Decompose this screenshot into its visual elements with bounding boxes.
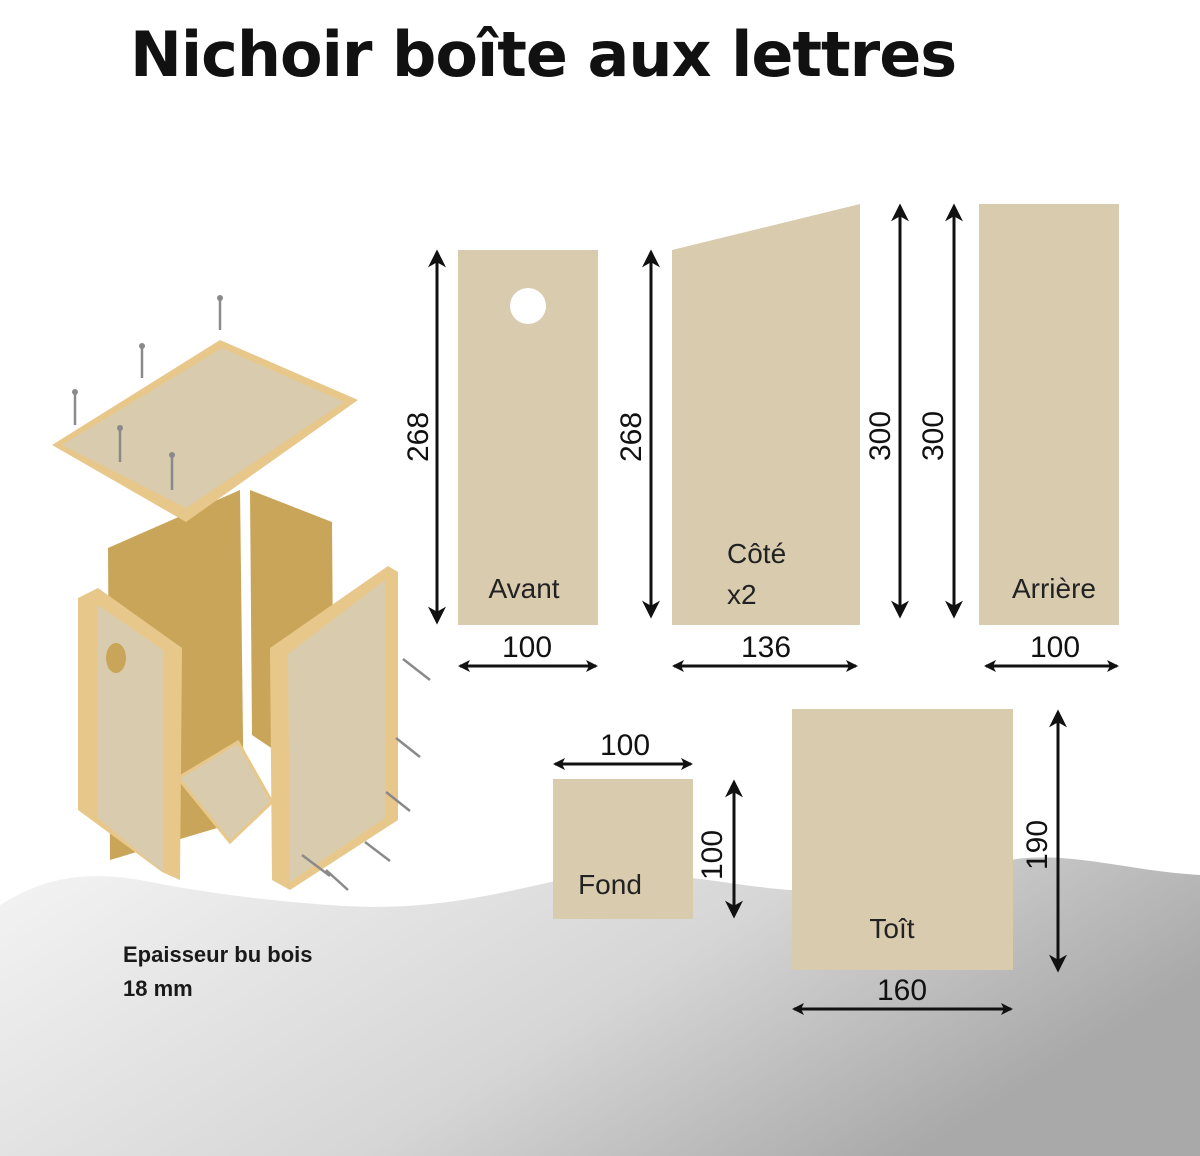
piece-avant: Avant 100 268 [402, 249, 598, 672]
entry-hole-3d [106, 643, 126, 673]
dim-cote-back-height: 300 [864, 411, 897, 461]
exploded-view [52, 295, 431, 891]
label-toit: Toît [869, 913, 914, 944]
wood-thickness-note: Epaisseur bu bois 18 mm [123, 938, 313, 1006]
nails-side [301, 658, 431, 891]
label-cote: Côté [727, 538, 786, 569]
dim-arriere-width: 100 [1030, 631, 1080, 664]
piece-arriere: Arrière 100 300 [917, 203, 1119, 672]
dim-avant-width: 100 [502, 631, 552, 664]
dim-cote-front-height: 268 [615, 412, 648, 462]
note-line-1: Epaisseur bu bois [123, 942, 313, 967]
page-title: Nichoir boîte aux lettres [130, 18, 957, 91]
dim-toit-width: 160 [877, 974, 927, 1007]
dim-fond-height: 100 [696, 830, 729, 880]
label-cote-count: x2 [727, 579, 757, 610]
piece-fond: Fond 100 100 [553, 729, 743, 919]
dim-avant-height: 268 [402, 412, 435, 462]
nails-roof [73, 298, 222, 490]
label-fond: Fond [578, 869, 642, 900]
label-arriere: Arrière [1012, 573, 1096, 604]
entry-hole [510, 288, 546, 324]
dim-cote-width: 136 [741, 631, 791, 664]
dim-toit-height: 190 [1021, 820, 1054, 870]
dim-fond-width: 100 [600, 729, 650, 762]
label-avant: Avant [488, 573, 559, 604]
piece-toit: Toît 160 190 [792, 709, 1067, 1015]
piece-cote: Côté x2 136 268 300 [615, 203, 909, 672]
note-line-2: 18 mm [123, 976, 193, 1001]
dim-arriere-height: 300 [917, 411, 950, 461]
